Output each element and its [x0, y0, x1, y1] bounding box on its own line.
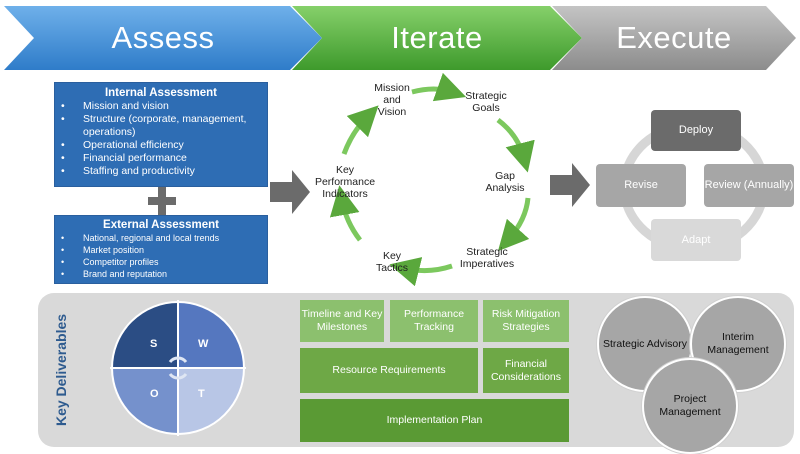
external-item: National, regional and local trends: [55, 232, 267, 244]
financial-box: Financial Considerations: [483, 348, 569, 393]
phase-execute: Execute: [552, 6, 796, 70]
execute-review-box: Review (Annually): [704, 164, 794, 207]
phase-label-iterate: Iterate: [391, 20, 483, 55]
internal-item: Financial performance: [55, 152, 267, 165]
execute-adapt-box: Adapt: [651, 219, 741, 261]
internal-assessment-title: Internal Assessment: [104, 87, 218, 99]
swot-diagram: [110, 300, 246, 436]
external-assessment-list: National, regional and local trends Mark…: [55, 232, 267, 280]
internal-assessment-box: Internal Assessment Mission and vision S…: [54, 82, 268, 187]
cycle-arrows: [329, 72, 535, 287]
performance-box: Performance Tracking: [390, 300, 478, 342]
arrow-right-icon: [550, 163, 590, 207]
internal-item: Mission and vision: [55, 100, 267, 113]
cycle-gap-label: Gap Analysis: [485, 170, 525, 194]
internal-item: Operational efficiency: [55, 139, 267, 152]
external-item: Competitor profiles: [55, 256, 267, 268]
implementation-box: Implementation Plan: [300, 399, 569, 442]
cycle-mission-label: Mission and Vision: [374, 82, 410, 118]
risk-box: Risk Mitigation Strategies: [483, 300, 569, 342]
key-deliverables-title: Key Deliverables: [44, 300, 78, 440]
cycle-tactics-label: Key Tactics: [375, 250, 409, 274]
phase-label-assess: Assess: [111, 20, 215, 55]
swot-w-label: W: [198, 338, 209, 350]
internal-item: Structure (corporate, management, operat…: [55, 113, 267, 139]
assess-chevron-shape: [4, 6, 322, 70]
phase-iterate: Iterate: [292, 6, 582, 70]
swot-t-label: T: [198, 388, 205, 400]
key-deliverables-label: Key Deliverables: [53, 313, 69, 427]
swot-s-label: S: [150, 338, 158, 350]
phase-assess: Assess: [4, 6, 322, 70]
external-item: Brand and reputation: [55, 268, 267, 280]
service-strategic-advisory: Strategic Advisory: [597, 296, 693, 392]
cycle-imperatives-label: Strategic Imperatives: [459, 246, 515, 270]
external-assessment-title: External Assessment: [103, 219, 219, 231]
external-assessment-box: External Assessment National, regional a…: [54, 215, 268, 284]
iterate-chevron-shape: [292, 6, 582, 70]
internal-item: Staffing and productivity: [55, 165, 267, 178]
cycle-goals-label: Strategic Goals: [465, 90, 507, 114]
refresh-icon: [168, 356, 188, 380]
internal-assessment-list: Mission and vision Structure (corporate,…: [55, 100, 267, 178]
execute-chevron-shape: [552, 6, 796, 70]
resource-box: Resource Requirements: [300, 348, 478, 393]
execute-revise-box: Revise: [596, 164, 686, 207]
phase-label-execute: Execute: [616, 20, 732, 55]
swot-o-label: O: [150, 388, 159, 400]
plus-icon: [148, 187, 176, 215]
execute-deploy-box: Deploy: [651, 110, 741, 151]
service-project-management: Project Management: [642, 358, 738, 454]
timeline-box: Timeline and Key Milestones: [300, 300, 384, 342]
external-item: Market position: [55, 244, 267, 256]
arrow-right-icon: [270, 170, 310, 214]
cycle-kpi-label: Key Performance Indicators: [314, 164, 376, 200]
